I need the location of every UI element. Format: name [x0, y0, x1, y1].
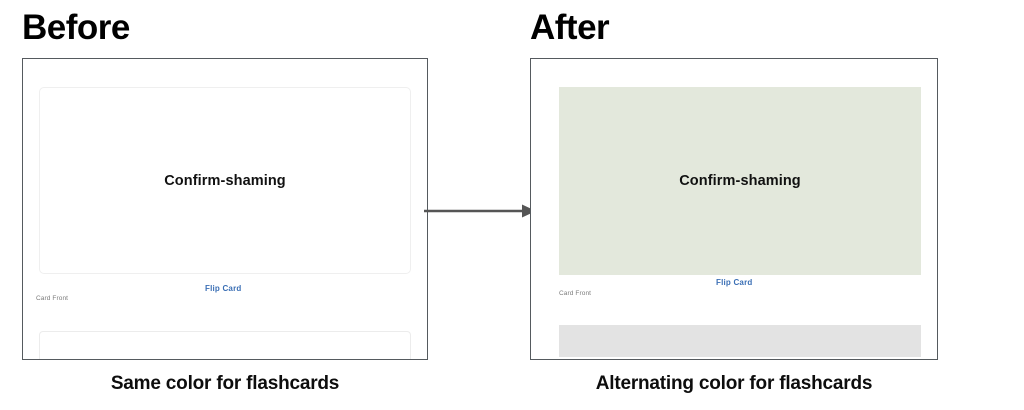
- flip-card-link[interactable]: Flip Card: [716, 278, 753, 287]
- card-front-label: Card Front: [559, 290, 592, 297]
- flashcard-title: Confirm-shaming: [164, 172, 286, 189]
- flashcard-front[interactable]: Confirm-shaming: [39, 87, 411, 274]
- flashcard-title: Confirm-shaming: [679, 173, 801, 189]
- before-caption: Same color for flashcards: [110, 373, 340, 394]
- flashcard-second[interactable]: [39, 331, 411, 359]
- flashcard-front[interactable]: Confirm-shaming: [559, 87, 921, 275]
- card-front-label: Card Front: [36, 295, 69, 302]
- after-heading: After: [530, 8, 610, 47]
- arrow-right-icon: [424, 204, 536, 218]
- flip-card-link[interactable]: Flip Card: [205, 284, 242, 293]
- flashcard-second[interactable]: [559, 325, 921, 357]
- after-screenshot-frame: Confirm-shaming Flip Card Card Front: [530, 58, 938, 360]
- after-caption: Alternating color for flashcards: [595, 373, 873, 394]
- before-screenshot-frame: Confirm-shaming Flip Card Card Front: [22, 58, 428, 360]
- before-heading: Before: [22, 8, 130, 47]
